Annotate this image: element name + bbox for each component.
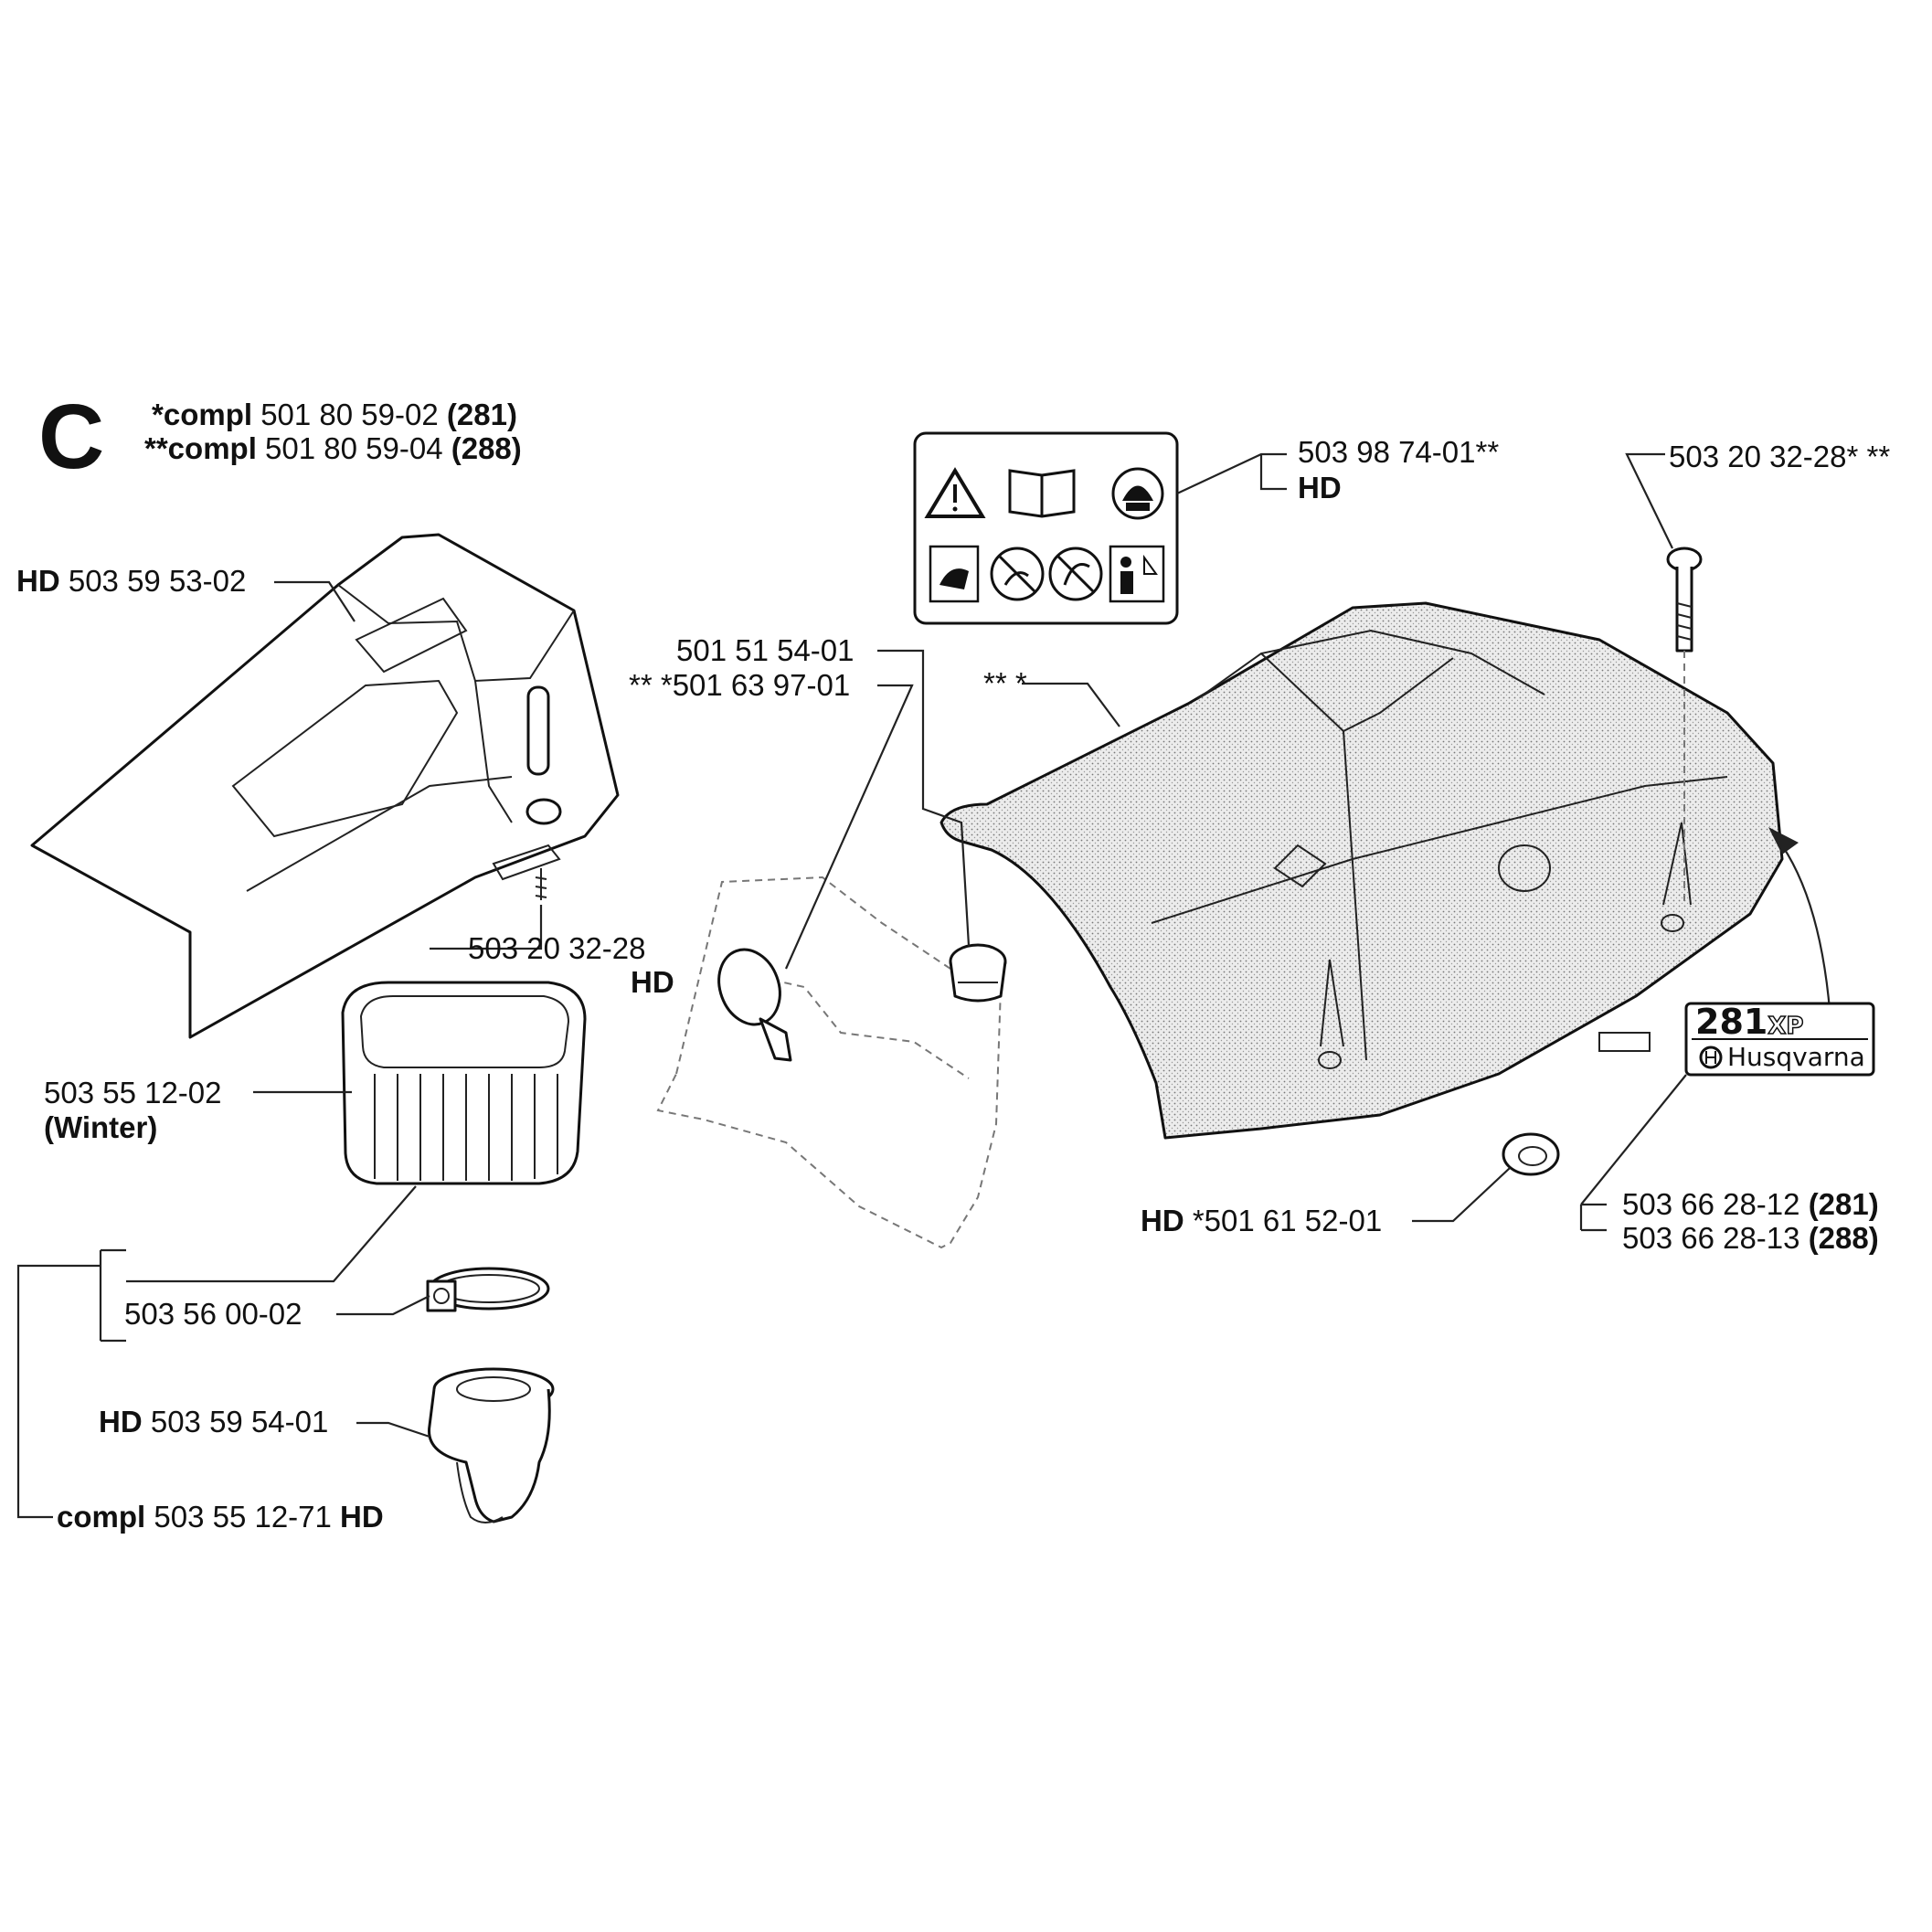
part-label-warning-decal: 503 98 74-01**: [1298, 436, 1499, 469]
manual-book-icon: [1008, 469, 1076, 518]
part-number: 503 20 32-28: [468, 931, 646, 965]
bolt: [1666, 547, 1703, 905]
model-decal: [1684, 1002, 1875, 1077]
crankcase-outline: [656, 876, 1003, 1249]
part-label-filler-cap: 501 51 54-01: [676, 634, 855, 667]
air-filter-cover: [30, 533, 620, 1039]
decal-model-number: 281: [1695, 1002, 1768, 1042]
part-model: (288): [1808, 1221, 1879, 1255]
part-number: *501 61 52-01: [1192, 1204, 1383, 1237]
no-one-hand-icon: [990, 547, 1045, 601]
decal-brand: Husqvarna: [1727, 1042, 1865, 1072]
part-number: 503 59 53-02: [68, 564, 247, 598]
part-number: 503 20 32-28* **: [1669, 440, 1891, 473]
assembly-number: 501 80 59-04: [265, 431, 443, 465]
intake-elbow: [428, 1367, 555, 1523]
assembly-label-288: **compl 501 80 59-04 (288): [144, 432, 522, 465]
part-label-decal-288: 503 66 28-13 (288): [1622, 1222, 1879, 1255]
part-label-warning-decal-hd: HD: [1298, 471, 1342, 504]
part-label-bolt: 503 20 32-28* **: [1669, 441, 1890, 473]
part-label-air-filter: 503 55 12-02: [44, 1077, 222, 1109]
hose-clamp: [426, 1267, 550, 1312]
part-prefix: HD: [16, 564, 60, 598]
decal-model-suffix: XP: [1767, 1012, 1805, 1041]
assembly-prefix: **compl: [144, 431, 257, 465]
decal-model: 281XP: [1695, 1002, 1805, 1048]
assembly-model: (288): [451, 431, 522, 465]
leader-lines: [16, 452, 1687, 1519]
part-prefix: HD: [99, 1405, 143, 1438]
helmet-icon: [1111, 467, 1164, 520]
part-label-complete-filter: compl 503 55 12-71 HD: [57, 1501, 384, 1534]
grommet: [1502, 1132, 1560, 1176]
person-saw-icon: [1109, 545, 1165, 603]
part-label-cover-bolt: 503 20 32-28: [468, 932, 646, 965]
assembly-prefix: *compl: [152, 398, 253, 431]
air-filter: [341, 981, 587, 1185]
assembly-number: 501 80 59-02: [260, 398, 439, 431]
part-prefix: compl: [57, 1500, 146, 1534]
part-label-intake-elbow: HD 503 59 54-01: [99, 1406, 328, 1438]
part-label-hose-clamp: 503 56 00-02: [124, 1298, 303, 1331]
cover-plug: [717, 948, 792, 1062]
part-label-grommet: HD *501 61 52-01: [1141, 1205, 1382, 1237]
part-label-cover-bolt-hd: HD: [631, 965, 674, 999]
part-label-cover-plug: ** *501 63 97-01: [629, 669, 850, 702]
no-kickback-icon: [1048, 547, 1103, 601]
part-number: ** *501 63 97-01: [629, 668, 851, 702]
cylinder-cover: [939, 601, 1784, 1140]
part-label-air-filter-cover: HD 503 59 53-02: [16, 565, 246, 598]
part-label-air-filter-note: (Winter): [44, 1110, 158, 1144]
part-number: 501 51 54-01: [676, 633, 855, 667]
part-suffix: HD: [340, 1500, 384, 1534]
part-number: ** *: [983, 666, 1027, 700]
part-model: (281): [1808, 1187, 1879, 1221]
assembly-label-281: *compl 501 80 59-02 (281): [152, 398, 517, 431]
section-letter: C: [38, 386, 105, 488]
part-number: 503 55 12-02: [44, 1076, 222, 1109]
part-number: 503 59 54-01: [150, 1405, 329, 1438]
part-number: 503 66 28-13: [1622, 1221, 1800, 1255]
filler-cap: [949, 943, 1007, 1003]
part-number: 503 56 00-02: [124, 1297, 303, 1331]
warning-triangle-icon: [924, 467, 986, 518]
part-label-decal-281: 503 66 28-12 (281): [1622, 1188, 1879, 1221]
part-prefix: HD: [1141, 1204, 1184, 1237]
warning-decal: [913, 431, 1179, 625]
part-label-cylinder-cover: ** *: [983, 667, 1027, 700]
part-number: 503 98 74-01**: [1298, 435, 1500, 469]
part-number: 503 55 12-71: [154, 1500, 332, 1534]
part-number: 503 66 28-12: [1622, 1187, 1800, 1221]
assembly-model: (281): [446, 398, 517, 431]
hand-kickback-icon: [929, 545, 980, 603]
